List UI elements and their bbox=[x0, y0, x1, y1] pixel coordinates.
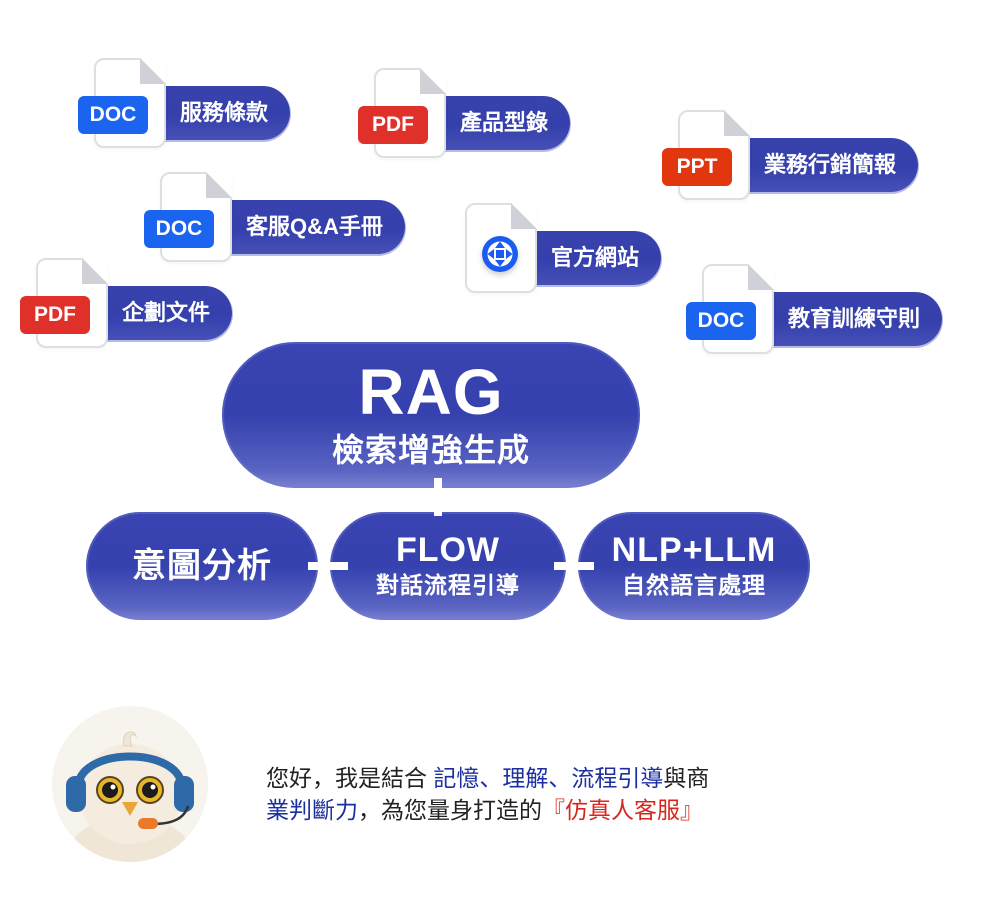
message-highlight-service: 『仿真人客服』 bbox=[542, 797, 703, 823]
rag-subtitle: 檢索增強生成 bbox=[331, 432, 530, 468]
globe-icon bbox=[482, 236, 518, 272]
message-text: 您好，我是結合 bbox=[266, 765, 434, 791]
file-icon bbox=[465, 203, 537, 293]
doc-badge: DOC bbox=[78, 96, 148, 134]
flow-subtitle: 對話流程引導 bbox=[376, 572, 520, 598]
source-label: 業務行銷簡報 bbox=[748, 138, 919, 192]
rag-title: RAG bbox=[358, 356, 504, 428]
connector-intent-flow bbox=[308, 562, 348, 570]
pdf-badge: PDF bbox=[358, 106, 428, 144]
message-text: ，為您量身打造的 bbox=[358, 797, 542, 823]
connector-flow-nlp bbox=[554, 562, 594, 570]
message-highlight-capabilities: 記憶、理解、流程引導 bbox=[433, 765, 664, 791]
nlp-subtitle: 自然語言處理 bbox=[622, 572, 766, 598]
connector-rag-flow bbox=[434, 478, 442, 516]
source-label: 教育訓練守則 bbox=[772, 292, 943, 346]
owl-headset-icon bbox=[66, 731, 194, 862]
doc-badge: DOC bbox=[144, 210, 214, 248]
intent-analysis-node: 意圖分析 bbox=[86, 512, 318, 620]
doc-badge: DOC bbox=[686, 302, 756, 340]
ppt-badge: PPT bbox=[662, 148, 732, 186]
source-label: 客服Q&A手冊 bbox=[230, 200, 405, 254]
intent-title: 意圖分析 bbox=[132, 547, 272, 585]
rag-node: RAG 檢索增強生成 bbox=[222, 342, 640, 488]
nlp-llm-node: NLP+LLM 自然語言處理 bbox=[578, 512, 810, 620]
flow-title: FLOW bbox=[395, 531, 501, 569]
source-label: 服務條款 bbox=[164, 86, 291, 140]
pdf-badge: PDF bbox=[20, 296, 90, 334]
message-highlight-judgment: 業判斷力 bbox=[266, 797, 358, 823]
nlp-title: NLP+LLM bbox=[611, 531, 777, 569]
source-label: 企劃文件 bbox=[106, 286, 233, 340]
message-text: 與商 bbox=[663, 765, 710, 791]
assistant-message: 您好，我是結合 記憶、理解、流程引導與商業判斷力，為您量身打造的『仿真人客服』 bbox=[266, 762, 786, 826]
source-label: 產品型錄 bbox=[444, 96, 571, 150]
source-label: 官方網站 bbox=[535, 231, 662, 285]
owl-avatar bbox=[52, 706, 208, 862]
flow-node: FLOW 對話流程引導 bbox=[330, 512, 566, 620]
